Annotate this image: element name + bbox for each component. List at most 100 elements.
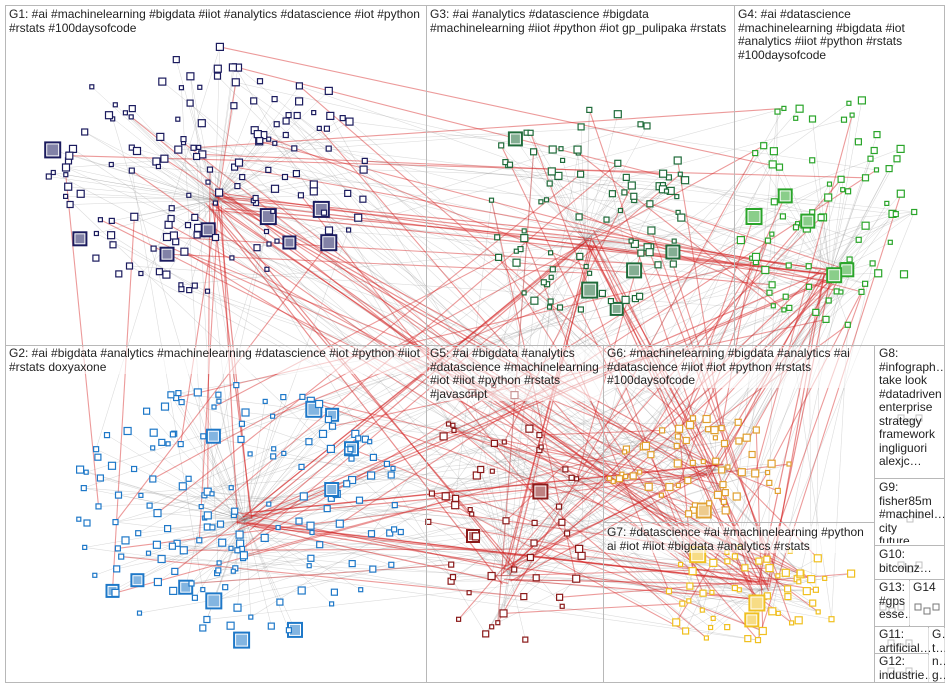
network-node	[112, 518, 119, 526]
network-node	[658, 427, 666, 434]
network-node	[840, 187, 846, 193]
network-node	[216, 560, 222, 566]
edge-inter-red	[668, 252, 768, 560]
network-node	[231, 78, 240, 87]
edge-hub-red	[236, 511, 516, 572]
edge-inter	[162, 81, 694, 511]
network-node	[576, 252, 584, 260]
network-node	[307, 554, 315, 562]
network-node	[270, 208, 276, 214]
network-node	[710, 426, 719, 435]
network-node	[145, 550, 152, 556]
edge-inter	[235, 82, 813, 213]
network-node	[179, 546, 188, 555]
network-node	[885, 165, 893, 173]
edge-inter	[253, 100, 640, 473]
network-node	[391, 502, 398, 509]
network-node	[45, 173, 52, 180]
edge-intra	[70, 199, 216, 205]
edge-inter	[65, 132, 531, 168]
edge-inter-red	[577, 152, 774, 307]
edge-inter	[288, 114, 679, 486]
edge-intra	[157, 512, 246, 521]
network-node	[209, 491, 215, 497]
network-node-avatar	[327, 485, 337, 494]
network-node	[344, 189, 352, 197]
network-node	[348, 455, 355, 462]
edge-intra	[244, 419, 329, 521]
network-node	[169, 586, 178, 596]
network-node	[781, 568, 790, 577]
edge-inter-red	[516, 262, 773, 286]
edge-inter-red	[202, 153, 664, 175]
edge-intra	[244, 519, 361, 590]
network-node	[735, 437, 743, 445]
network-node	[231, 507, 239, 515]
network-node	[781, 105, 787, 112]
network-node	[736, 236, 746, 245]
edge-inter-red	[115, 451, 625, 594]
network-node	[168, 205, 175, 212]
edge-intra	[584, 163, 619, 241]
edge-inter	[178, 392, 625, 453]
network-node	[65, 151, 74, 160]
edge-hub-red	[504, 578, 769, 586]
edge-inter	[245, 412, 505, 443]
edge-inter	[318, 403, 481, 470]
network-node	[914, 603, 922, 611]
edge-inter	[328, 148, 896, 215]
network-node	[807, 574, 816, 584]
network-node	[63, 172, 69, 178]
network-node	[869, 260, 876, 267]
network-node	[329, 601, 335, 607]
network-node	[637, 121, 644, 128]
edge-intra	[197, 392, 246, 521]
network-node-avatar	[748, 211, 760, 222]
network-node	[665, 482, 674, 492]
edge-hub-red	[578, 245, 826, 275]
edge-intra	[171, 199, 216, 219]
edge-intra	[244, 504, 395, 521]
edge-intra	[95, 448, 246, 521]
network-node	[150, 445, 156, 451]
edge-intra	[584, 217, 682, 241]
network-node	[768, 281, 776, 289]
edge-inter	[351, 449, 540, 459]
network-node	[448, 561, 455, 568]
network-node	[320, 209, 328, 216]
network-node	[355, 435, 362, 442]
network-node	[123, 426, 132, 436]
network-node	[718, 425, 725, 432]
edge-intra	[451, 574, 511, 582]
network-node	[158, 438, 166, 446]
network-node	[522, 636, 529, 643]
network-node	[764, 469, 771, 476]
edge-inter	[492, 470, 614, 482]
edge-inter	[297, 115, 551, 302]
edge-intra	[584, 239, 612, 302]
network-node	[598, 289, 607, 297]
edge-inter	[451, 463, 790, 565]
network-node	[654, 261, 662, 269]
network-node	[130, 212, 139, 221]
edge-inter	[129, 265, 784, 311]
group-label-g9: G9: fisher85m #machinel… city future…	[878, 481, 944, 543]
edge-inter	[364, 160, 667, 192]
network-node	[854, 138, 863, 146]
network-node	[766, 289, 773, 296]
network-node	[428, 490, 435, 497]
edge-intra	[158, 166, 216, 201]
edge-inter-red	[263, 134, 587, 268]
network-node	[138, 270, 144, 277]
group-label-g11: G11: artificial…	[878, 628, 930, 653]
edge-intra	[210, 436, 246, 521]
network-node	[840, 116, 848, 123]
network-node	[622, 473, 629, 480]
network-node	[813, 554, 822, 563]
edge-intra	[676, 589, 761, 623]
network-node	[206, 166, 214, 173]
network-node	[196, 144, 202, 150]
network-node	[346, 227, 352, 233]
network-node	[213, 64, 222, 73]
edge-intra	[214, 139, 269, 201]
